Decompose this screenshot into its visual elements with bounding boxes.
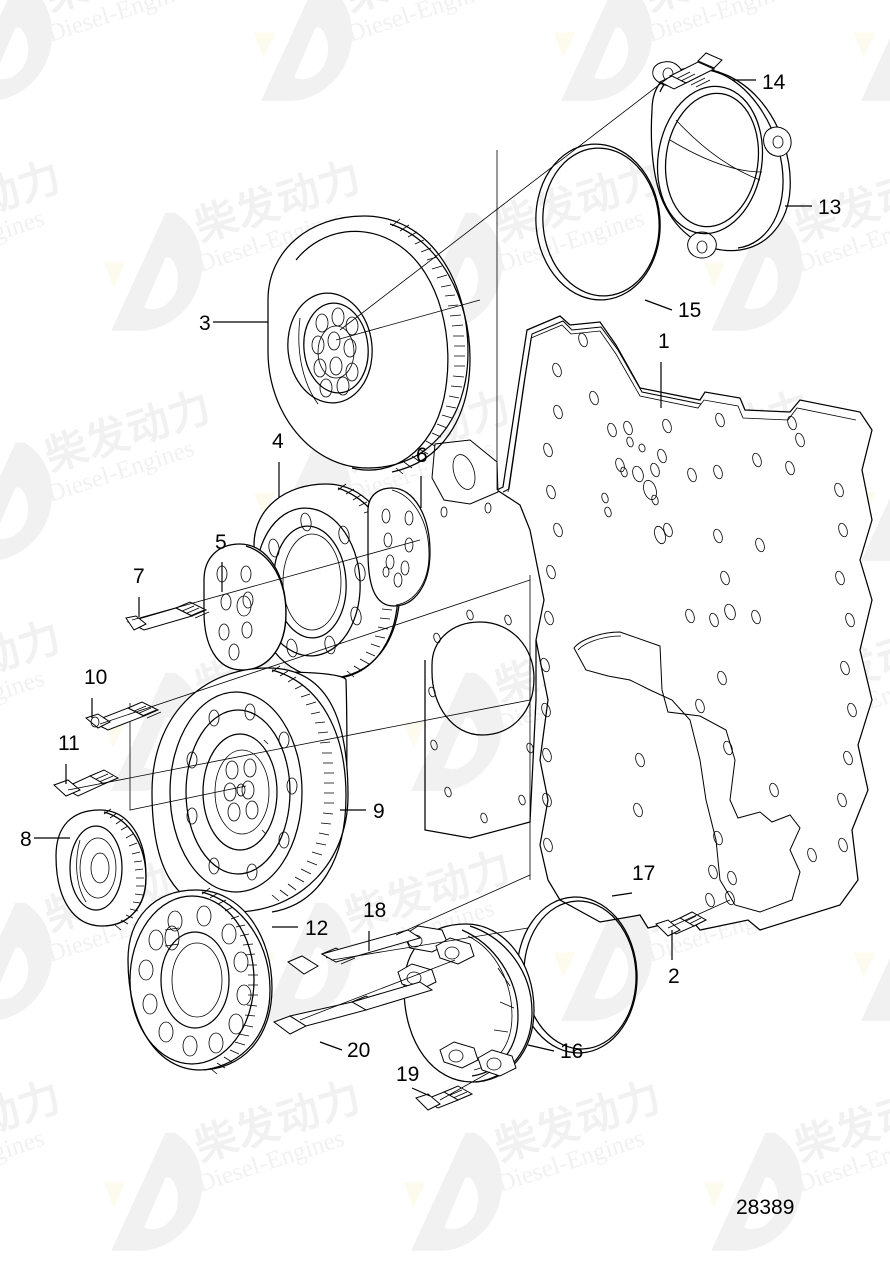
callout-label-20: 20 [347, 1039, 370, 1062]
callout-label-11: 11 [58, 732, 80, 755]
callout-label-18: 18 [363, 899, 386, 922]
callout-label-17: 17 [632, 862, 655, 885]
callout-label-2: 2 [668, 965, 680, 988]
callout-label-15: 15 [678, 299, 701, 322]
callout-label-16: 16 [560, 1040, 583, 1063]
part-screw-14 [658, 52, 723, 90]
callout-label-13: 13 [818, 196, 841, 219]
callout-label-6: 6 [416, 444, 428, 467]
callout-leader-19 [411, 1087, 431, 1097]
part-o-ring-upper [535, 143, 661, 301]
callout-label-7: 7 [133, 565, 145, 588]
part-screw-19 [415, 1085, 474, 1111]
callout-leader-17 [611, 892, 633, 897]
part-idler-gear [55, 808, 147, 931]
callout-label-10: 10 [84, 666, 107, 689]
callout-label-5: 5 [215, 531, 227, 554]
part-flange-hub [203, 543, 287, 671]
callout-leader-15 [644, 299, 673, 311]
callout-label-1: 1 [658, 330, 670, 353]
callout-label-14: 14 [762, 71, 786, 94]
part-seal-housing [397, 923, 535, 1083]
drawing-number-value: 28389 [736, 1196, 795, 1219]
part-crankshaft-gear [127, 887, 273, 1075]
callout-label-9: 9 [373, 800, 385, 823]
part-adapter-plate [367, 487, 431, 607]
callout-leader-20 [319, 1041, 343, 1051]
callout-leader-16 [527, 1044, 555, 1052]
callout-label-4: 4 [272, 430, 284, 453]
callout-label-19: 19 [396, 1063, 419, 1086]
callout-label-8: 8 [20, 828, 32, 851]
callout-label-12: 12 [305, 917, 328, 940]
callout-label-3: 3 [199, 312, 211, 335]
drawing-number: 28389 [736, 1196, 794, 1220]
